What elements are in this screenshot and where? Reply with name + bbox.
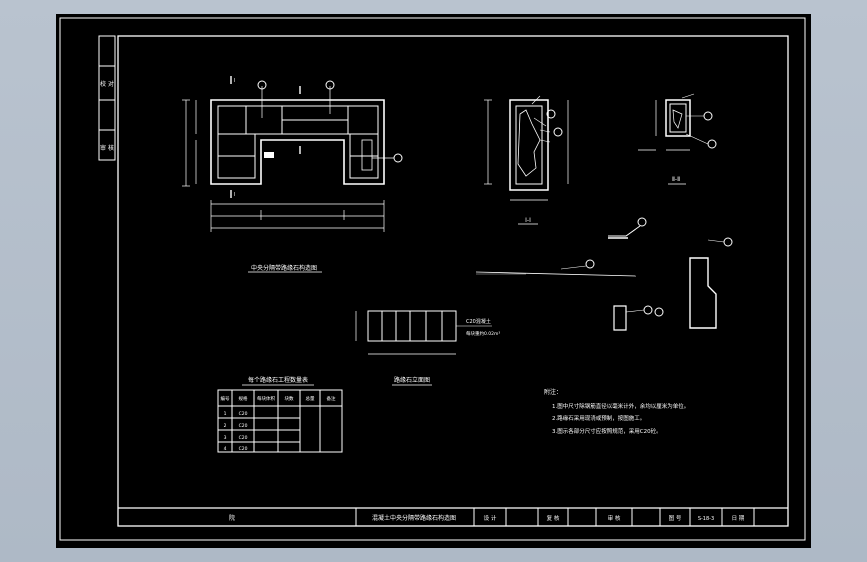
table-row-3-spec: C20 <box>239 435 248 441</box>
drawing-no-label: 图 号 <box>669 514 682 522</box>
table-row-2-no: 2 <box>224 423 227 429</box>
section-2-2: Ⅱ-Ⅱ <box>638 93 717 185</box>
section-1-title: Ⅰ-Ⅰ <box>525 217 531 224</box>
cad-drawing-canvas[interactable]: 校 对 审 核 I I <box>56 14 811 548</box>
plan-title: 中央分隔带路缘石构造图 <box>251 264 317 272</box>
outer-frame <box>59 17 806 541</box>
date-label: 日 期 <box>732 515 745 522</box>
inner-frame <box>117 35 789 527</box>
plan-view: I I 中央分隔带路缘石构造图 <box>182 76 403 273</box>
table-header-0: 编号 <box>221 395 230 402</box>
strip-text-2: 审 核 <box>100 144 114 152</box>
table-row-3-no: 3 <box>224 435 227 441</box>
section-1-1: Ⅰ-Ⅰ <box>484 95 569 225</box>
check-label: 复 核 <box>547 514 560 522</box>
drawing-sheet: 校 对 审 核 I I <box>59 17 806 541</box>
notes-heading: 附注： <box>544 388 562 396</box>
front-title: 路缘石立面图 <box>394 376 430 384</box>
front-elevation: C20混凝土 每块重约0.02m³ 路缘石立面图 <box>355 310 500 386</box>
table-row-1-no: 1 <box>224 411 227 417</box>
notes: 附注： 1.图中尺寸除钢筋直径以毫米计外，余均以厘米为单位。 2.路缘石采用现浇… <box>544 388 689 435</box>
note-1: 1.图中尺寸除钢筋直径以毫米计外，余均以厘米为单位。 <box>552 402 689 410</box>
table-header-3: 块数 <box>285 395 294 402</box>
front-note-2: 每块重约0.02m³ <box>466 330 500 337</box>
title-block: 院 混凝土中央分隔带路缘石构造图 设 计 复 核 审 核 图 号 S-18-3 … <box>118 507 788 526</box>
svg-text:I: I <box>234 192 235 198</box>
svg-text:I: I <box>234 78 235 84</box>
design-label: 设 计 <box>484 514 497 522</box>
title-field-1: 院 <box>229 514 235 522</box>
table-header-4: 总量 <box>306 395 315 402</box>
front-note-1: C20混凝土 <box>466 318 491 325</box>
table-row-4-no: 4 <box>224 446 227 452</box>
drawing-no: S-18-3 <box>698 516 714 522</box>
table-row-1-spec: C20 <box>239 411 248 417</box>
table-row-2-spec: C20 <box>239 423 248 429</box>
table-title: 每个路缘石工程数量表 <box>248 376 308 384</box>
strip-text-1: 校 对 <box>100 80 114 88</box>
review-label: 审 核 <box>608 514 621 522</box>
table-header-5: 备注 <box>327 395 336 402</box>
note-2: 2.路缘石采用现浇或预制，按图施工。 <box>552 414 645 422</box>
drawing-title: 混凝土中央分隔带路缘石构造图 <box>372 514 456 522</box>
left-strip: 校 对 审 核 <box>98 35 116 161</box>
table-header-2: 每块体积 <box>257 395 275 402</box>
section-2-title: Ⅱ-Ⅱ <box>672 176 680 183</box>
quantity-table: 每个路缘石工程数量表 编号 规格 每块体积 块数 总量 备注 1 C20 2 C… <box>217 376 343 453</box>
table-header-1: 规格 <box>239 395 248 402</box>
table-row-4-spec: C20 <box>239 446 248 452</box>
note-3: 3.图示各部分尺寸应按照规范，采用C20砼。 <box>552 427 662 435</box>
detail-sketches <box>475 217 733 331</box>
